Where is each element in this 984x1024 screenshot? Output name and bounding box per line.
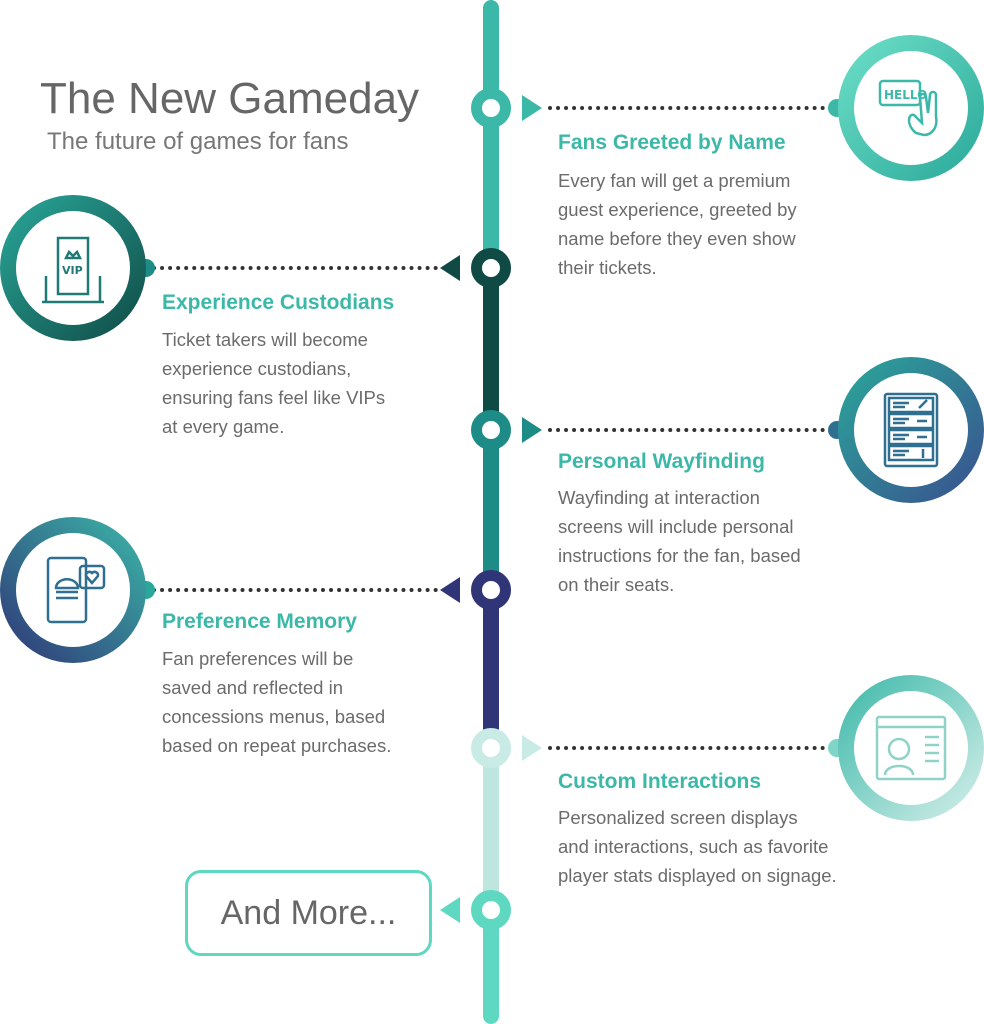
icon-circle — [838, 357, 984, 503]
page-title: The New Gameday — [40, 74, 420, 123]
connector-line — [548, 428, 833, 432]
hello-wave-icon: HELLO — [878, 79, 938, 137]
arrow-right-icon — [522, 735, 542, 761]
timeline-node — [471, 728, 511, 768]
connector-line — [152, 588, 438, 592]
timeline-node — [471, 88, 511, 128]
icon-circle — [838, 675, 984, 821]
timeline-segment — [483, 748, 499, 910]
timeline-segment — [483, 430, 499, 590]
timeline-node — [471, 410, 511, 450]
vip-door-icon: VIP — [42, 236, 104, 304]
timeline-node — [471, 248, 511, 288]
icon-circle — [0, 517, 146, 663]
timeline-node — [471, 890, 511, 930]
item-title: Custom Interactions — [558, 770, 762, 793]
and-more-label: And More... — [220, 893, 397, 932]
timeline-segment — [483, 910, 499, 1024]
wayfinding-sign-icon — [883, 392, 939, 468]
connector-line — [152, 266, 438, 270]
timeline-segment — [483, 0, 499, 270]
icon-circle: HELLO — [838, 35, 984, 181]
timeline-segment — [483, 590, 499, 748]
arrow-left-icon — [440, 577, 460, 603]
arrow-right-icon — [522, 417, 542, 443]
item-title: Experience Custodians — [162, 291, 395, 314]
svg-text:VIP: VIP — [62, 264, 83, 277]
arrow-left-icon — [440, 255, 460, 281]
connector-line — [548, 106, 833, 110]
arrow-left-icon — [440, 897, 460, 923]
player-screen-icon — [875, 715, 947, 781]
item-title: Fans Greeted by Name — [558, 131, 786, 154]
icon-circle: VIP — [0, 195, 146, 341]
item-title: Preference Memory — [162, 610, 357, 633]
page-subtitle: The future of games for fans — [47, 128, 349, 155]
and-more-box: And More... — [185, 870, 432, 956]
connector-line — [548, 746, 833, 750]
arrow-right-icon — [522, 95, 542, 121]
timeline-node — [471, 570, 511, 610]
phone-burger-heart-icon — [46, 556, 106, 624]
timeline-segment — [483, 268, 499, 430]
item-title: Personal Wayfinding — [558, 450, 765, 473]
svg-text:HELLO: HELLO — [884, 88, 927, 102]
